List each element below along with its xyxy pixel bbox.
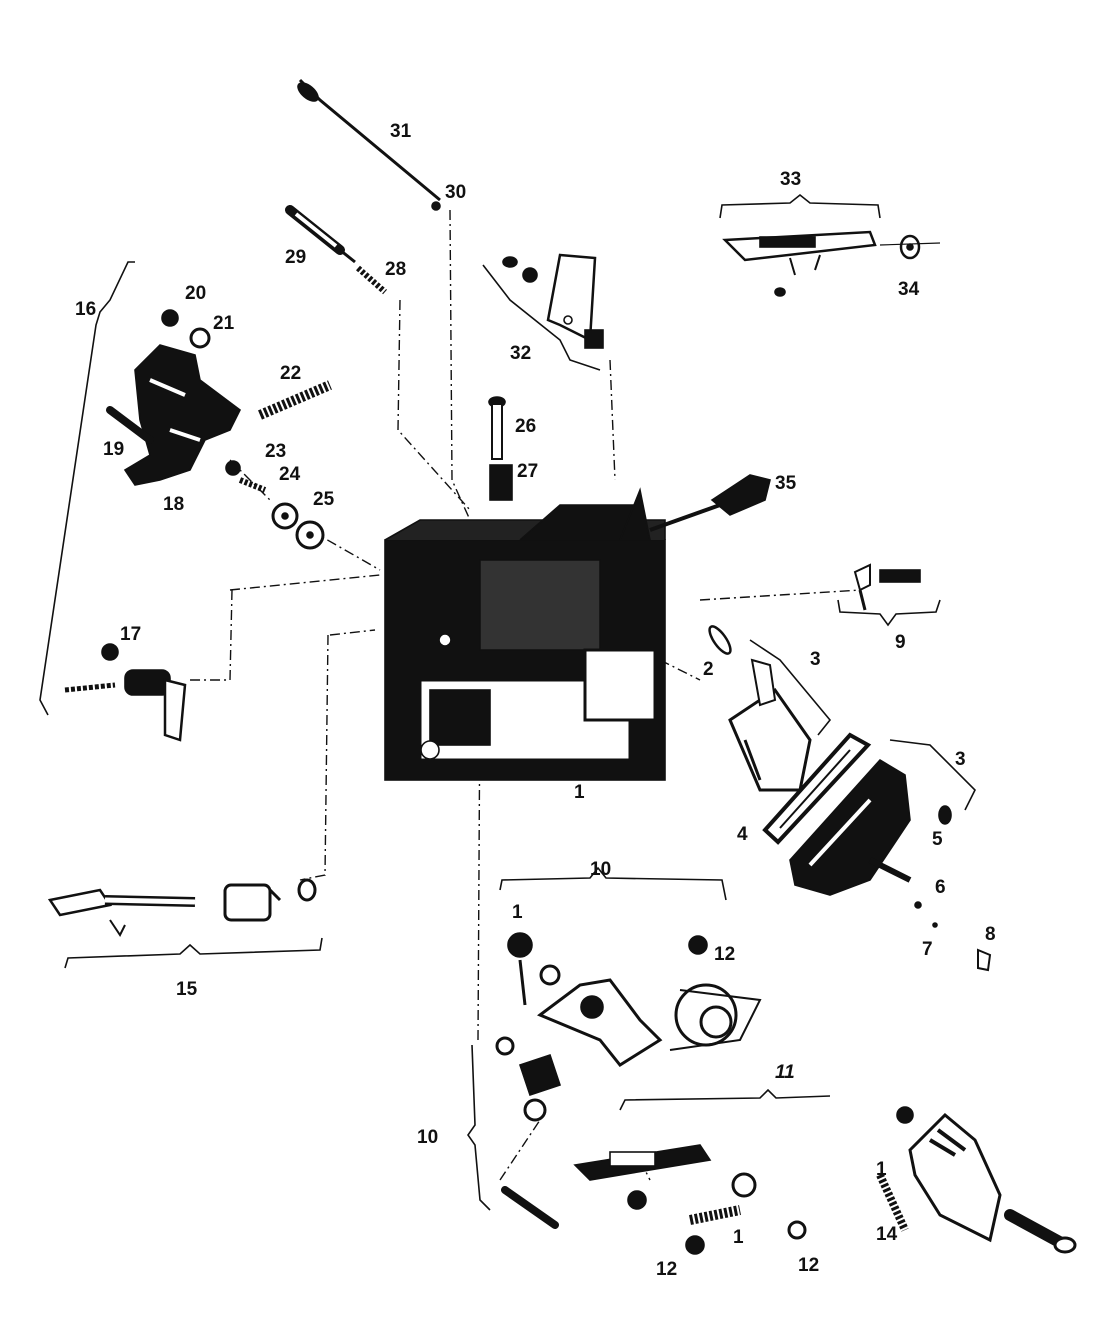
label-part-18: 18 bbox=[163, 494, 185, 515]
valve-block-3 bbox=[789, 758, 952, 896]
label-part-12a: 12 bbox=[714, 944, 736, 965]
label-part-2: 2 bbox=[703, 659, 714, 680]
label-part-25: 25 bbox=[313, 489, 335, 510]
label-part-6: 6 bbox=[935, 877, 946, 898]
washer-34 bbox=[879, 234, 941, 260]
nut-27 bbox=[489, 464, 513, 501]
label-part-33: 33 bbox=[780, 169, 802, 190]
leader-lines bbox=[190, 209, 861, 1181]
label-part-14: 14 bbox=[876, 1224, 898, 1245]
screw-26 bbox=[488, 396, 506, 460]
label-part-15: 15 bbox=[176, 979, 198, 1000]
knob-35 bbox=[649, 474, 771, 532]
label-part-20: 20 bbox=[185, 283, 207, 304]
gasket-4 bbox=[762, 732, 872, 845]
rod-31 bbox=[297, 78, 441, 211]
label-part-1: 1 bbox=[574, 782, 585, 803]
label-part-32: 32 bbox=[510, 343, 532, 364]
shaft-15 bbox=[47, 878, 317, 937]
label-part-28: 28 bbox=[385, 259, 407, 280]
lever-17 bbox=[64, 643, 187, 742]
cover-3 bbox=[728, 658, 812, 792]
brackets bbox=[39, 193, 976, 1211]
label-part-17: 17 bbox=[120, 624, 142, 645]
label-part-31: 31 bbox=[390, 121, 412, 142]
lever-assembly-10-upper bbox=[507, 932, 762, 1067]
bracket-32 bbox=[502, 253, 604, 349]
label-part-35: 35 bbox=[775, 473, 797, 494]
label-part-1-spring-c: 1 bbox=[733, 1227, 744, 1248]
label-part-9: 9 bbox=[895, 632, 906, 653]
label-part-4: 4 bbox=[737, 824, 748, 845]
label-part-3a: 3 bbox=[810, 649, 821, 670]
label-part-12c: 12 bbox=[798, 1255, 820, 1276]
label-part-7: 7 bbox=[922, 939, 933, 960]
label-part-27: 27 bbox=[517, 461, 539, 482]
pin-2 bbox=[708, 625, 732, 655]
label-part-30: 30 bbox=[445, 182, 467, 203]
small-parts-6-7-8 bbox=[914, 901, 992, 972]
label-part-29: 29 bbox=[285, 247, 307, 268]
label-part-5: 5 bbox=[932, 829, 943, 850]
label-part-3b: 3 bbox=[955, 749, 966, 770]
label-part-1-spring-b: 1 bbox=[876, 1159, 887, 1180]
label-part-1-spring-a: 1 bbox=[512, 902, 523, 923]
lever-assembly-10-lower bbox=[495, 1036, 807, 1255]
label-part-23: 23 bbox=[265, 441, 287, 462]
label-part-12b: 12 bbox=[656, 1259, 678, 1280]
pin-29 bbox=[285, 205, 356, 264]
label-part-22: 22 bbox=[280, 363, 302, 384]
label-part-11: 11 bbox=[775, 1062, 795, 1083]
main-housing bbox=[384, 487, 666, 781]
label-part-8: 8 bbox=[985, 924, 996, 945]
label-part-26: 26 bbox=[515, 416, 537, 437]
label-part-34: 34 bbox=[898, 279, 920, 300]
label-part-21: 21 bbox=[213, 313, 235, 334]
plate-33 bbox=[722, 230, 877, 297]
carb-lever-assembly-16 bbox=[106, 309, 332, 550]
bracket-14-assembly bbox=[876, 1106, 1077, 1254]
screw-9 bbox=[853, 563, 921, 611]
label-part-19: 19 bbox=[103, 439, 125, 460]
screw-28 bbox=[356, 265, 387, 295]
label-part-16: 16 bbox=[75, 299, 97, 320]
label-part-10a: 10 bbox=[590, 859, 612, 880]
label-part-24: 24 bbox=[279, 464, 301, 485]
label-part-10b: 10 bbox=[417, 1127, 439, 1148]
